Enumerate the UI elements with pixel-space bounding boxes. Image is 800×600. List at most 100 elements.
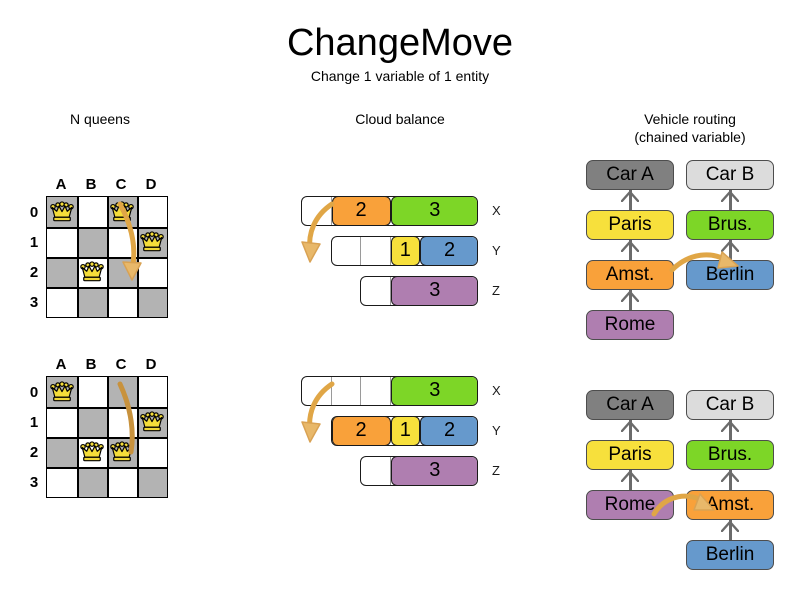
queen-piece[interactable] <box>77 437 107 467</box>
nqueens-move-arrow-before <box>110 196 170 296</box>
queen-piece[interactable] <box>47 377 77 407</box>
cloud-computer-label: X <box>492 383 501 398</box>
cloud-process-block[interactable]: 2 <box>420 237 478 265</box>
board-rank-label: 3 <box>29 473 39 491</box>
board-rank-label: 1 <box>29 413 39 431</box>
board-cell[interactable] <box>47 407 77 437</box>
chain-arrowhead <box>721 240 739 252</box>
column-header-routing-line2: (chained variable) <box>634 129 746 145</box>
stop-node[interactable]: Paris <box>586 440 674 470</box>
board-cell[interactable] <box>107 287 137 317</box>
chain-arrowhead <box>621 470 639 482</box>
board-cell[interactable] <box>47 467 77 497</box>
page-title: ChangeMove <box>286 22 514 64</box>
vehicle-node[interactable]: Car B <box>686 390 774 420</box>
cloud-empty-slot <box>361 277 391 305</box>
cloud-computer-label: Y <box>492 243 501 258</box>
cloud-move-arrow-after <box>301 378 362 458</box>
cloud-empty-slot <box>332 237 361 265</box>
board-cell[interactable] <box>77 467 107 497</box>
chain-arrowhead <box>721 420 739 432</box>
chain-edge <box>728 190 732 210</box>
board-cell[interactable] <box>137 467 167 497</box>
cloud-computer-bar[interactable]: 3 <box>301 376 478 406</box>
stop-node[interactable]: Brus. <box>686 440 774 470</box>
board-rank-label: 0 <box>29 383 39 401</box>
board-cell[interactable] <box>77 377 107 407</box>
board-cell[interactable] <box>107 467 137 497</box>
stop-node[interactable]: Amst. <box>586 260 674 290</box>
cloud-process-block[interactable]: 2 <box>331 197 391 225</box>
board-cell[interactable] <box>47 437 77 467</box>
cloud-empty-slot <box>302 377 332 405</box>
vehicle-node[interactable]: Car A <box>586 390 674 420</box>
board-cell[interactable] <box>77 407 107 437</box>
cloud-process-block[interactable]: 3 <box>390 377 477 405</box>
board-cell[interactable] <box>137 197 167 227</box>
board-gridline <box>47 437 167 439</box>
board-rank-label: 0 <box>29 203 39 221</box>
board-file-label: D <box>145 356 157 373</box>
cloud-process-block[interactable]: 1 <box>390 417 420 445</box>
queen-piece[interactable] <box>137 227 167 257</box>
cloud-process-block[interactable]: 3 <box>390 277 477 305</box>
cloud-process-block[interactable]: 2 <box>420 417 478 445</box>
chain-edge <box>728 240 732 260</box>
board-cell[interactable] <box>137 377 167 407</box>
cloud-empty-slot <box>361 377 391 405</box>
cloud-computer-bar[interactable]: 3 <box>360 456 478 486</box>
stop-node[interactable]: Berlin <box>686 260 774 290</box>
stop-node[interactable]: Paris <box>586 210 674 240</box>
board-cell[interactable] <box>77 197 107 227</box>
queen-piece[interactable] <box>107 437 137 467</box>
stop-node[interactable]: Berlin <box>686 540 774 570</box>
column-header-routing: Vehicle routing (chained variable) <box>590 110 790 146</box>
board-cell[interactable] <box>77 227 107 257</box>
routing-move-arrow-before <box>668 248 748 288</box>
cloud-process-block[interactable]: 3 <box>390 457 477 485</box>
board-file-label: A <box>55 176 67 193</box>
board-cell[interactable] <box>137 437 167 467</box>
board-cell[interactable] <box>47 257 77 287</box>
cloud-computer-label: X <box>492 203 501 218</box>
cloud-empty-slot <box>332 377 361 405</box>
board-cell[interactable] <box>137 257 167 287</box>
vehicle-node[interactable]: Car A <box>586 160 674 190</box>
board-cell[interactable] <box>47 227 77 257</box>
column-header-routing-line1: Vehicle routing <box>644 111 736 127</box>
chain-edge <box>628 240 632 260</box>
board-file-label: B <box>85 176 97 193</box>
cloud-process-block[interactable]: 1 <box>390 237 420 265</box>
vehicle-node[interactable]: Car B <box>686 160 774 190</box>
chain-arrowhead <box>621 290 639 302</box>
chain-edge <box>628 470 632 490</box>
cloud-empty-slot <box>361 237 391 265</box>
board-gridline <box>137 197 139 317</box>
chain-arrowhead <box>621 420 639 432</box>
column-header-nqueens: N queens <box>70 111 130 127</box>
queen-piece[interactable] <box>77 257 107 287</box>
routing-move-arrow-after <box>650 488 730 528</box>
cloud-process-block[interactable]: 2 <box>331 417 391 445</box>
board-grid <box>46 376 168 498</box>
board-cell[interactable] <box>137 287 167 317</box>
queen-piece[interactable] <box>47 197 77 227</box>
cloud-computer-bar[interactable]: 3 <box>360 276 478 306</box>
queen-piece[interactable] <box>137 407 167 437</box>
cloud-computer-label: Z <box>492 463 500 478</box>
cloud-process-block[interactable]: 3 <box>390 197 477 225</box>
cloud-computer-label: Y <box>492 423 501 438</box>
board-cell[interactable] <box>77 287 107 317</box>
stop-node[interactable]: Brus. <box>686 210 774 240</box>
chain-arrowhead <box>621 240 639 252</box>
chain-arrowhead <box>621 190 639 202</box>
stop-node[interactable]: Rome <box>586 310 674 340</box>
chain-edge <box>628 420 632 440</box>
chain-arrowhead <box>721 520 739 532</box>
board-file-label: C <box>115 356 127 373</box>
board-cell[interactable] <box>47 287 77 317</box>
